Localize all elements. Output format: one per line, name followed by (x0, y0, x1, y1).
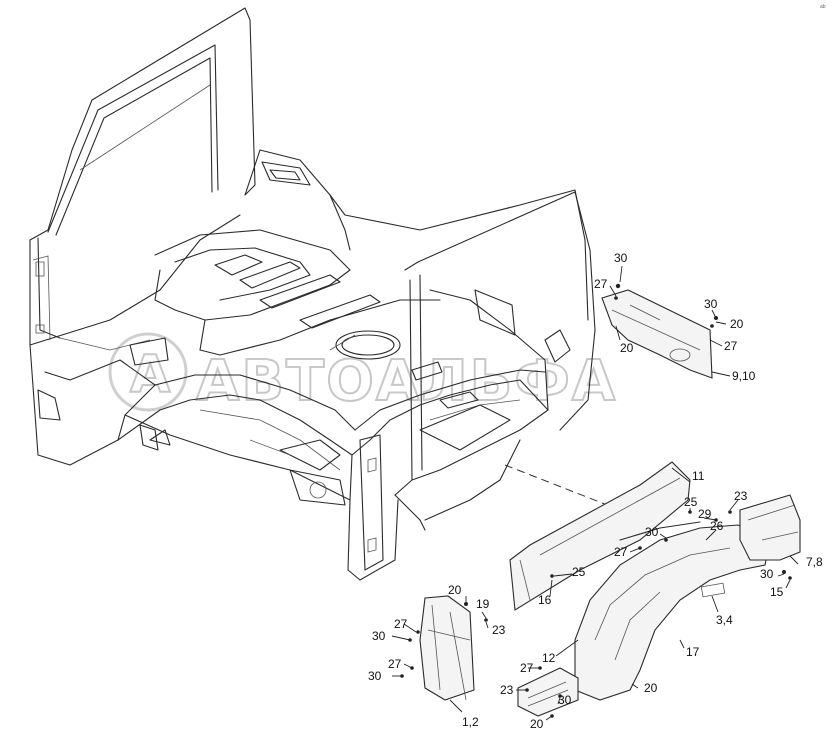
callout-30: 30 (558, 693, 572, 707)
callout-17: 17 (686, 645, 700, 659)
callout-20: 20 (448, 583, 462, 597)
callout-15: 15 (770, 585, 784, 599)
leader-lines (391, 265, 799, 721)
callout-23: 23 (734, 489, 748, 503)
callout-20: 20 (644, 681, 658, 695)
callout-20: 20 (620, 341, 634, 355)
callout-27: 27 (614, 545, 628, 559)
callout-30: 30 (368, 669, 382, 683)
callout-25: 25 (572, 565, 586, 579)
callout-29: 29 (698, 507, 712, 521)
watermark-logo-letter: A (130, 345, 172, 405)
callout-25: 25 (684, 495, 698, 509)
callout-20: 20 (530, 717, 544, 731)
callout-27: 27 (520, 661, 534, 675)
extension-7-8 (739, 494, 801, 561)
callout-7-8: 7,8 (806, 555, 823, 569)
cab-body (29, 7, 596, 581)
callout-30: 30 (704, 297, 718, 311)
callout-27: 27 (388, 657, 402, 671)
callout-1-2: 1,2 (462, 715, 479, 729)
callout-27: 27 (594, 277, 608, 291)
callout-30: 30 (614, 251, 628, 265)
callout-27: 27 (724, 339, 738, 353)
callout-23: 23 (500, 683, 514, 697)
callout-12: 12 (542, 651, 556, 665)
callout-27: 27 (394, 617, 408, 631)
step-block (517, 667, 579, 717)
callout-16: 16 (538, 593, 552, 607)
callout-30: 30 (372, 629, 386, 643)
callout-3-4: 3,4 (716, 613, 733, 627)
callout-9-10: 9,10 (732, 369, 756, 383)
callout-30: 30 (645, 525, 659, 539)
callout-11: 11 (692, 469, 705, 483)
assembly-leader-line (504, 464, 621, 511)
watermark-logo-icon (108, 332, 188, 412)
callout-labels: 30 27 20 30 20 27 9,10 11 25 23 29 30 26… (368, 251, 823, 731)
panel-11 (509, 461, 691, 611)
bracket-1-2 (419, 595, 475, 701)
callout-26: 26 (710, 519, 724, 533)
callout-30: 30 (760, 567, 774, 581)
callout-20: 20 (730, 317, 744, 331)
corner-mark: ab (820, 4, 826, 10)
callout-23: 23 (492, 623, 506, 637)
callout-19: 19 (476, 597, 490, 611)
wheel-arch-3-4 (574, 521, 771, 701)
